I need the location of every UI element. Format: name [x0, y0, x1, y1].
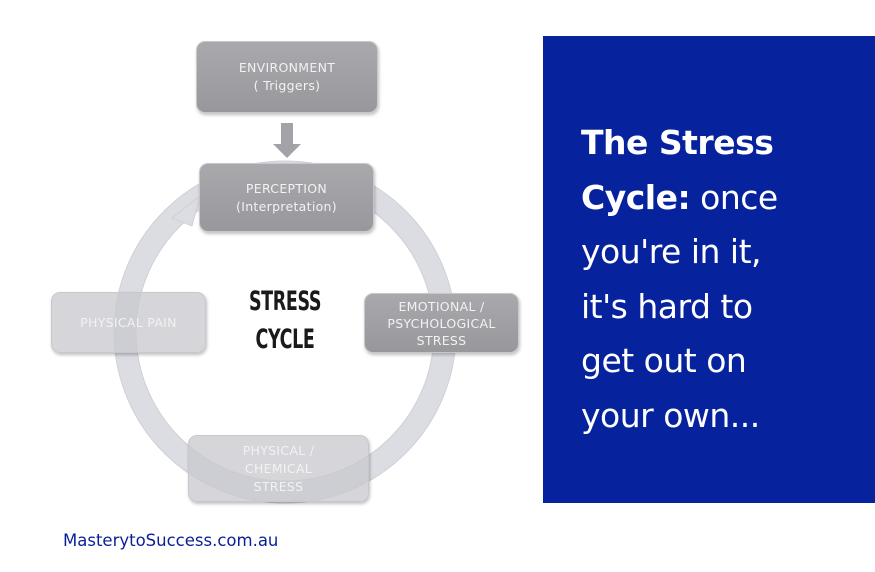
quote-text: The Stress Cycle: once you're in it, it'…	[581, 116, 778, 444]
environment-label: ENVIRONMENT	[238, 60, 336, 75]
physical-chemical-stress-box: PHYSICAL / CHEMICAL STRESS	[188, 435, 369, 502]
quote-line-4: it's hard to	[581, 286, 753, 326]
center-title-line-1: STRESS	[248, 286, 322, 317]
physical-pain-label: PHYSICAL PAIN	[80, 314, 177, 330]
quote-line-3: you're in it,	[581, 232, 762, 272]
physical-chemical-label-2: CHEMICAL	[244, 460, 313, 476]
stress-cycle-title: STRESS CYCLE	[245, 283, 324, 359]
physical-chemical-label-1: PHYSICAL /	[242, 442, 315, 458]
environment-box: ENVIRONMENT ( Triggers)	[196, 41, 378, 113]
down-arrow-icon	[273, 123, 301, 158]
quote-panel: The Stress Cycle: once you're in it, it'…	[543, 36, 875, 503]
website-link[interactable]: MasterytoSuccess.com.au	[63, 531, 279, 550]
environment-sublabel: ( Triggers)	[253, 78, 321, 93]
perception-sublabel: (Interpretation)	[236, 198, 337, 214]
emotional-stress-box: EMOTIONAL / PSYCHOLOGICAL STRESS	[364, 293, 519, 353]
center-title-line-2: CYCLE	[255, 324, 315, 355]
emotional-label-3: STRESS	[416, 332, 467, 348]
quote-bold-2: Cycle:	[581, 177, 691, 217]
quote-line-6: your own...	[581, 395, 760, 435]
physical-pain-box: PHYSICAL PAIN	[51, 292, 206, 353]
cycle-arrowhead-icon	[171, 194, 201, 227]
emotional-label-1: EMOTIONAL /	[398, 298, 485, 314]
perception-box: PERCEPTION (Interpretation)	[199, 163, 374, 232]
quote-rest-2: once	[690, 177, 778, 217]
quote-line-5: get out on	[581, 341, 747, 381]
emotional-label-2: PSYCHOLOGICAL	[387, 315, 496, 331]
quote-bold-1: The Stress	[581, 123, 774, 162]
physical-chemical-label-3: STRESS	[253, 478, 304, 494]
perception-label: PERCEPTION	[245, 180, 328, 196]
